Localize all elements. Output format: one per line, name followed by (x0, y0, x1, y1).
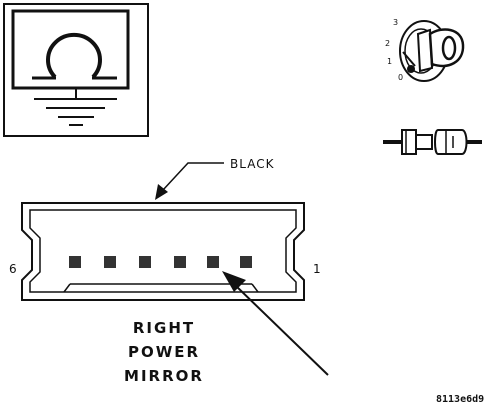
title-line-2: POWER (128, 343, 200, 361)
pin-5 (104, 256, 116, 268)
wire-color-label: BLACK (230, 157, 275, 171)
connector-pins (69, 256, 252, 268)
pin-1 (240, 256, 252, 268)
pin-3 (174, 256, 186, 268)
connector-body (21, 202, 305, 301)
wire-color-leader (155, 162, 224, 200)
pin-left-label: 6 (9, 262, 17, 276)
pin-4 (139, 256, 151, 268)
ohm-ground-symbol-icon (3, 3, 149, 137)
title-line-3: MIRROR (124, 367, 204, 385)
ignition-key-icon: 3 2 1 0 (385, 18, 465, 82)
connector-plug-icon (383, 129, 482, 155)
key-position-0: 0 (398, 73, 403, 82)
key-position-3: 3 (393, 18, 398, 27)
key-position-2: 2 (385, 39, 390, 48)
pin-right-label: 1 (313, 262, 321, 276)
pin-2 (207, 256, 219, 268)
pointer-arrow-icon (222, 271, 329, 376)
title-line-1: RIGHT (133, 319, 195, 337)
figure-code: 8113e6d9 (436, 394, 484, 405)
pin-6 (69, 256, 81, 268)
key-position-1: 1 (387, 57, 392, 66)
